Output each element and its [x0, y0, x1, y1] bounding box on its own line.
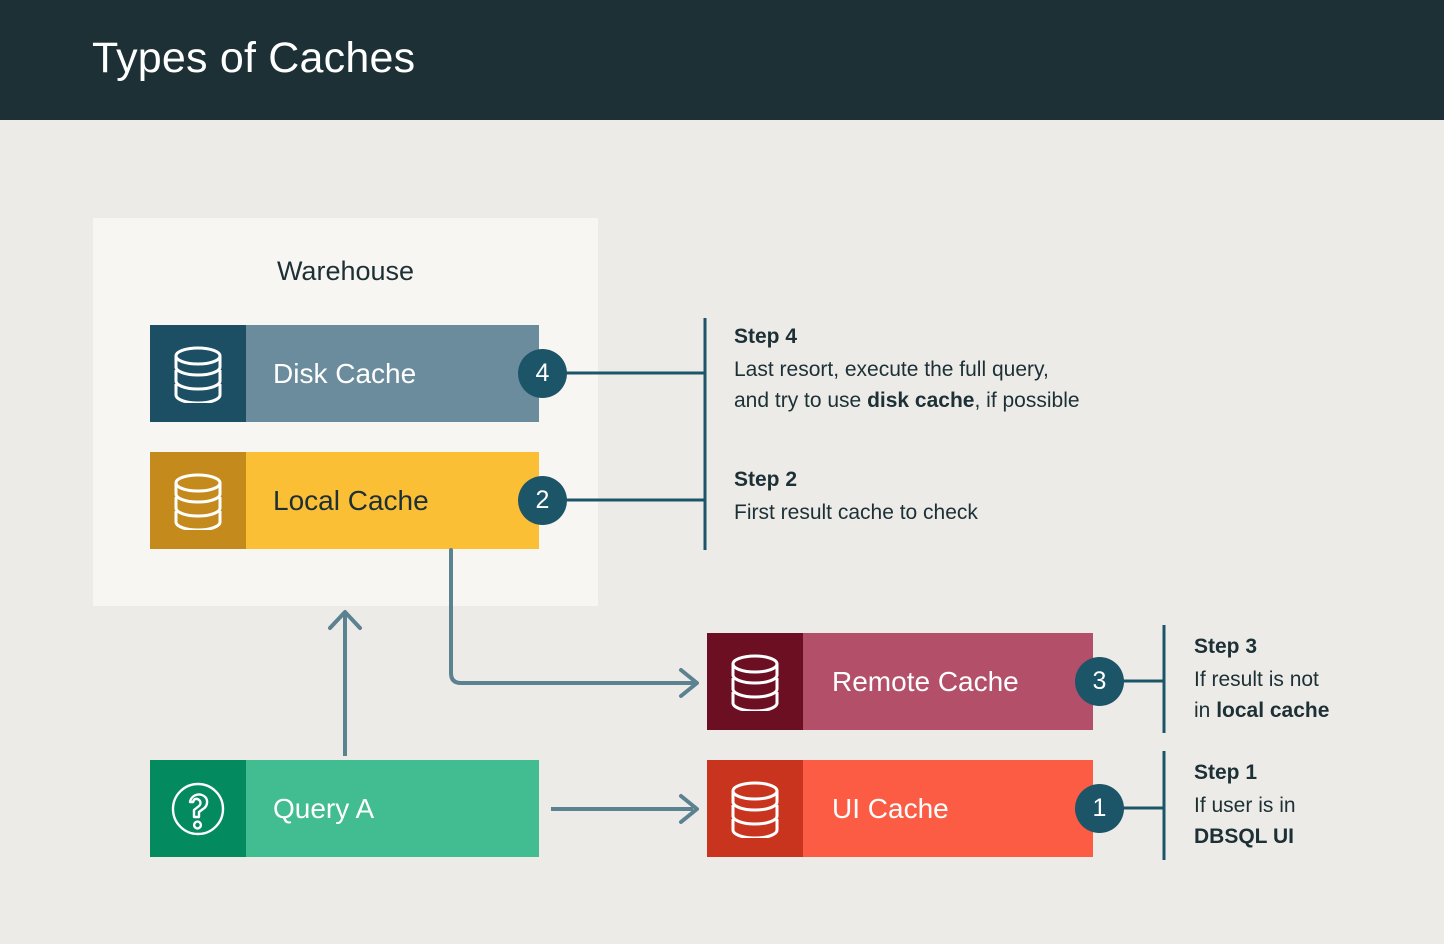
step-line-1: If result is not	[1194, 668, 1319, 691]
database-icon	[150, 325, 246, 422]
node-local-cache[interactable]: Local Cache	[150, 452, 539, 549]
node-query-a[interactable]: Query A	[150, 760, 539, 857]
diagram-stage: Warehouse	[0, 120, 1444, 944]
step-line-1: If user is in	[1194, 794, 1296, 817]
step-line-2-bold: disk cache	[867, 389, 975, 412]
node-body: Remote Cache	[803, 633, 1093, 730]
page-title: Types of Caches	[92, 34, 416, 82]
step-badge-3[interactable]: 3	[1075, 657, 1124, 706]
node-label: Remote Cache	[832, 665, 1019, 697]
question-mark-circle-icon	[150, 760, 246, 857]
node-label: Local Cache	[273, 484, 429, 516]
step-line-1: First result cache to check	[734, 501, 978, 524]
page-header: Types of Caches	[0, 0, 1444, 120]
node-ui-cache[interactable]: UI Cache	[707, 760, 1093, 857]
step-line-2: in local cache	[1194, 695, 1329, 726]
step-badge-2[interactable]: 2	[518, 476, 567, 525]
step-note-2: Step 2 First result cache to check	[734, 468, 978, 528]
step-heading: Step 2	[734, 468, 798, 491]
node-label: UI Cache	[832, 792, 949, 824]
step-badge-1[interactable]: 1	[1075, 784, 1124, 833]
node-label: Disk Cache	[273, 357, 417, 389]
step-note-4: Step 4 Last resort, execute the full que…	[734, 325, 1080, 416]
step-line-2-bold: DBSQL UI	[1194, 825, 1294, 848]
step-heading: Step 3	[1194, 635, 1258, 658]
node-body: Local Cache	[246, 452, 539, 549]
database-icon	[150, 452, 246, 549]
database-icon	[707, 633, 803, 730]
step-line-1: Last resort, execute the full query,	[734, 358, 1049, 381]
node-remote-cache[interactable]: Remote Cache	[707, 633, 1093, 730]
edge-query-a-to-ui-cache	[551, 794, 699, 824]
step-badge-4[interactable]: 4	[518, 349, 567, 398]
step-line-2: DBSQL UI	[1194, 821, 1296, 852]
bracket-step-1	[1122, 751, 1166, 860]
step-heading: Step 4	[734, 325, 798, 348]
node-body: Query A	[246, 760, 539, 857]
node-disk-cache[interactable]: Disk Cache	[150, 325, 539, 422]
step-line-2-prefix: and try to use	[734, 389, 868, 412]
node-body: UI Cache	[803, 760, 1093, 857]
node-label: Query A	[273, 792, 375, 824]
step-line-2-bold: local cache	[1216, 699, 1330, 722]
edge-query-a-to-warehouse	[328, 610, 362, 756]
step-line-2-suffix: , if possible	[974, 389, 1080, 412]
step-note-3: Step 3 If result is not in local cache	[1194, 635, 1329, 726]
database-icon	[707, 760, 803, 857]
bracket-step-3	[1122, 625, 1166, 733]
warehouse-label: Warehouse	[276, 256, 415, 286]
step-note-1: Step 1 If user is in DBSQL UI	[1194, 761, 1296, 852]
step-line-2-prefix: in	[1194, 699, 1217, 722]
step-line-2: and try to use disk cache, if possible	[734, 385, 1080, 416]
step-heading: Step 1	[1194, 761, 1258, 784]
node-body: Disk Cache	[246, 325, 539, 422]
